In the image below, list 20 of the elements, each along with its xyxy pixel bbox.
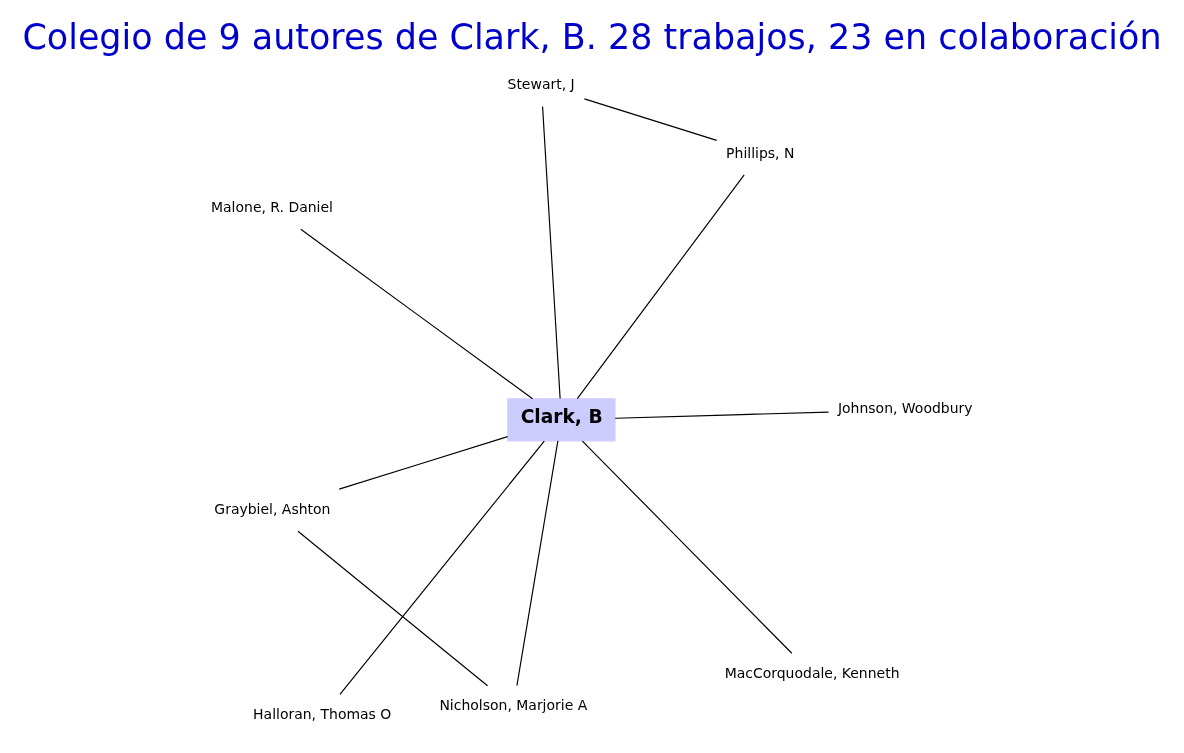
- connector: [583, 98, 718, 141]
- node-text: MacCorquodale, Kenneth: [724, 664, 900, 681]
- connector: [297, 530, 489, 687]
- node-text: Phillips, N: [726, 144, 795, 161]
- node-text: Stewart, J: [507, 75, 575, 92]
- connector: [542, 106, 561, 399]
- node-text: Malone, R. Daniel: [210, 198, 333, 215]
- connector: [581, 440, 793, 654]
- connector: [576, 174, 745, 400]
- node-text: Halloran, Thomas O: [253, 705, 392, 722]
- node-text: Graybiel, Ashton: [214, 500, 331, 517]
- connector: [300, 228, 534, 400]
- connector: [516, 440, 559, 687]
- diagram-title: Colegio de 9 autores de Clark, B. 28 trabajos, 23 en colaboración: [22, 17, 1162, 58]
- connector: [339, 440, 545, 695]
- connector: [614, 411, 830, 419]
- node-text: Nicholson, Marjorie A: [439, 697, 588, 714]
- node-text: Johnson, Woodbury: [837, 400, 973, 417]
- connector: [338, 436, 509, 490]
- node-box: Clark, B: [507, 398, 616, 442]
